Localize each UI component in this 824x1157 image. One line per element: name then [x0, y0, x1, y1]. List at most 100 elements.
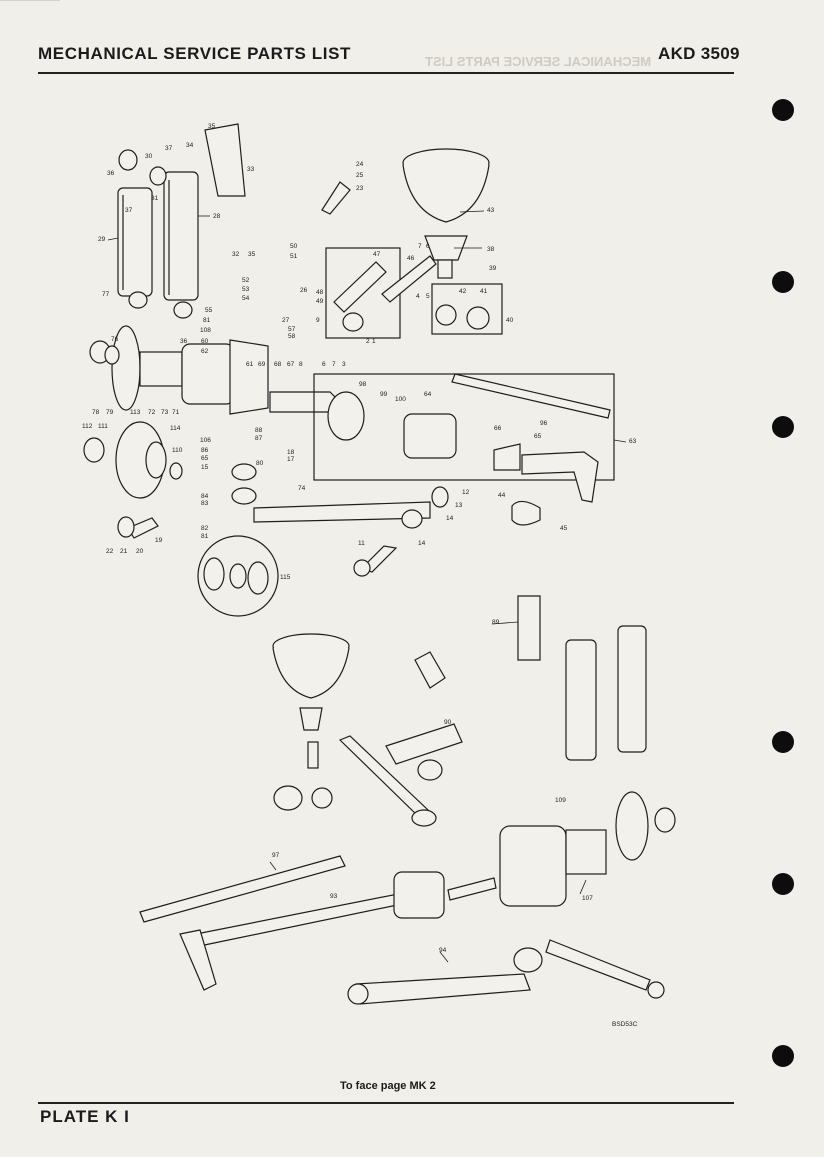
svg-text:82: 82 — [201, 525, 209, 532]
svg-text:57: 57 — [288, 326, 296, 333]
svg-text:63: 63 — [629, 438, 637, 445]
svg-text:114: 114 — [170, 425, 181, 432]
svg-text:14: 14 — [418, 540, 426, 547]
svg-text:19: 19 — [155, 537, 163, 544]
svg-text:45: 45 — [560, 525, 568, 532]
svg-text:20: 20 — [136, 548, 144, 555]
svg-text:2: 2 — [366, 338, 370, 345]
svg-text:89: 89 — [492, 619, 500, 626]
bleed-through-line — [0, 0, 60, 1]
svg-text:22: 22 — [106, 548, 114, 555]
bump-stop-assembled — [414, 651, 446, 689]
svg-text:3: 3 — [342, 361, 346, 368]
svg-text:66: 66 — [494, 425, 502, 432]
drawing-reference: BSD53C — [612, 1021, 638, 1028]
tie-rod-assembled — [545, 939, 651, 991]
svg-text:26: 26 — [300, 287, 308, 294]
svg-text:72: 72 — [148, 409, 156, 416]
binder-hole — [772, 731, 794, 753]
svg-text:100: 100 — [395, 396, 406, 403]
svg-text:52: 52 — [242, 277, 250, 284]
svg-text:81: 81 — [201, 533, 209, 540]
svg-text:30: 30 — [145, 153, 153, 160]
svg-text:29: 29 — [98, 236, 106, 243]
svg-text:7: 7 — [332, 361, 336, 368]
svg-text:28: 28 — [213, 213, 221, 220]
svg-text:37: 37 — [125, 207, 133, 214]
page-caption: To face page MK 2 — [340, 1080, 436, 1092]
svg-text:46: 46 — [407, 255, 415, 262]
svg-text:65: 65 — [201, 455, 209, 462]
svg-text:106: 106 — [200, 437, 211, 444]
svg-text:42: 42 — [459, 288, 467, 295]
svg-text:36: 36 — [180, 338, 188, 345]
svg-text:47: 47 — [373, 251, 381, 258]
svg-text:25: 25 — [356, 172, 364, 179]
page-header-code: AKD 3509 — [658, 44, 740, 63]
svg-text:110: 110 — [172, 447, 183, 454]
bump-stop — [321, 181, 351, 215]
svg-text:64: 64 — [424, 391, 432, 398]
svg-text:41: 41 — [480, 288, 488, 295]
svg-text:8: 8 — [299, 361, 303, 368]
svg-text:112: 112 — [82, 423, 93, 430]
svg-text:80: 80 — [256, 460, 264, 467]
svg-text:113: 113 — [130, 409, 141, 416]
svg-text:33: 33 — [247, 166, 255, 173]
svg-text:76: 76 — [111, 336, 119, 343]
svg-text:27: 27 — [282, 317, 290, 324]
svg-text:94: 94 — [439, 947, 447, 954]
svg-text:83: 83 — [201, 500, 209, 507]
svg-text:55: 55 — [205, 307, 213, 314]
svg-text:7: 7 — [418, 243, 422, 250]
svg-text:78: 78 — [92, 409, 100, 416]
svg-text:31: 31 — [151, 195, 159, 202]
binder-hole — [772, 416, 794, 438]
svg-text:39: 39 — [489, 265, 497, 272]
svg-text:32: 32 — [232, 251, 240, 258]
svg-text:24: 24 — [356, 161, 364, 168]
svg-text:79: 79 — [106, 409, 114, 416]
svg-text:21: 21 — [120, 548, 128, 555]
svg-text:18: 18 — [287, 449, 295, 456]
svg-text:93: 93 — [330, 893, 338, 900]
svg-text:99: 99 — [380, 391, 388, 398]
svg-text:81: 81 — [203, 317, 211, 324]
svg-text:68: 68 — [274, 361, 282, 368]
damper-unit-left — [117, 149, 153, 309]
header-rule — [38, 72, 734, 74]
upper-arm — [333, 261, 387, 313]
svg-text:67: 67 — [287, 361, 295, 368]
svg-text:87: 87 — [255, 435, 263, 442]
leader-lines — [107, 210, 627, 963]
binder-hole — [772, 1045, 794, 1067]
bearing-detail — [197, 535, 279, 617]
svg-text:14: 14 — [446, 515, 454, 522]
u-bolt — [511, 500, 541, 526]
svg-text:107: 107 — [582, 895, 593, 902]
svg-text:1: 1 — [372, 338, 376, 345]
svg-text:38: 38 — [487, 246, 495, 253]
svg-text:74: 74 — [298, 485, 306, 492]
svg-text:23: 23 — [356, 185, 364, 192]
svg-text:9: 9 — [316, 317, 320, 324]
svg-text:58: 58 — [288, 333, 296, 340]
lower-arm-assembled — [355, 973, 531, 1005]
lower-arm — [253, 501, 431, 523]
svg-text:48: 48 — [316, 289, 324, 296]
swivel-hub-assembled — [499, 791, 649, 907]
plate-label: PLATE K I — [40, 1107, 130, 1126]
svg-text:44: 44 — [498, 492, 506, 499]
svg-text:51: 51 — [290, 253, 298, 260]
damper-unit-right — [149, 166, 199, 319]
rubber-spring-cone — [402, 148, 490, 279]
assembled-rubber-cone — [272, 633, 350, 769]
svg-text:49: 49 — [316, 298, 324, 305]
svg-text:109: 109 — [555, 797, 566, 804]
svg-text:73: 73 — [161, 409, 169, 416]
svg-text:65: 65 — [534, 433, 542, 440]
svg-text:71: 71 — [172, 409, 180, 416]
svg-text:13: 13 — [455, 502, 463, 509]
damper-bracket — [204, 123, 246, 197]
